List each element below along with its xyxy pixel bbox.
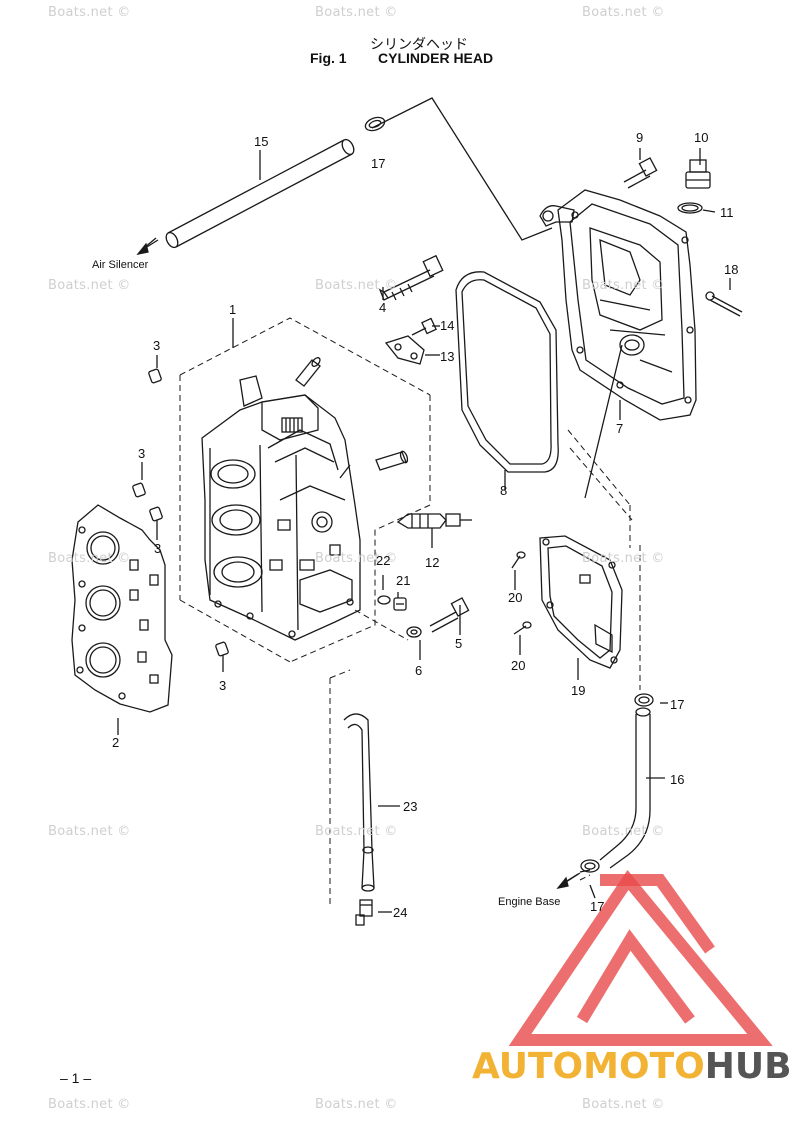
brand-part-a: AUTOMOTO [472,1046,705,1087]
brand-part-b: HUB [704,1046,792,1087]
callout-17: 17 [371,156,386,171]
clamp-17-bottom [580,859,600,873]
bolt-5 [429,597,470,633]
watermark: Boats.net © [582,5,665,20]
watermark: Boats.net © [315,824,398,839]
watermark: Boats.net © [582,551,665,566]
callout-20: 20 [508,590,523,605]
callout-16: 16 [670,772,685,787]
callout-4: 4 [379,300,387,315]
bolt-14 [411,317,437,336]
engine-base-label: Engine Base [498,896,561,908]
plug-21 [393,597,407,611]
air-silencer-label: Air Silencer [92,259,149,271]
clamp-17-top [364,116,386,132]
callout-19: 19 [571,683,586,698]
page-number: – 1 – [60,1070,92,1086]
watermark: Boats.net © [582,278,665,293]
callout-14: 14 [440,318,455,333]
plate-13 [384,335,425,365]
head-cover-7 [539,189,697,421]
callout-3: 3 [154,541,162,556]
gasket-8 [455,271,559,473]
watermark: Boats.net © [48,551,131,566]
watermark: Boats.net © [582,824,665,839]
callout-12: 12 [425,555,440,570]
watermark: Boats.net © [315,551,398,566]
title-japanese: シリンダヘッド [370,37,468,53]
triangle-logo-icon [508,869,773,1046]
watermark: Boats.net © [315,1097,398,1112]
watermark: Boats.net © [48,1097,131,1112]
callout-9: 9 [636,130,644,145]
plug-10 [685,159,711,189]
bolt-4 [378,254,444,301]
callout-8: 8 [500,483,508,498]
callout-11: 11 [720,205,734,220]
callout-22: 22 [376,553,391,568]
hose-23 [343,713,375,892]
fitting-24 [355,899,373,926]
brand-wordmark: AUTOMOTOHUB [472,1046,792,1087]
washer-6 [406,626,422,638]
washer-22 [377,595,391,605]
clamp-17-mid [634,693,654,707]
washer-11 [677,202,703,214]
figure-number: Fig. 1 [310,50,347,66]
watermark: Boats.net © [48,5,131,20]
hose-15 [165,138,355,249]
hose-16 [599,707,651,869]
watermark: Boats.net © [582,1097,665,1112]
callout-21: 21 [396,573,411,588]
callout-24: 24 [393,905,408,920]
pin-18 [705,291,743,317]
callout-7: 7 [616,421,624,436]
watermark: Boats.net © [48,824,131,839]
head-gasket-2 [71,504,173,713]
callout-10: 10 [694,130,709,145]
arrow-air-silencer [136,239,159,255]
figure-title: CYLINDER HEAD [378,50,494,66]
dowel-pins-3 [132,368,229,657]
watermark: Boats.net © [315,5,398,20]
screws-20 [511,551,532,635]
sleeve-pieces [295,357,409,471]
callout-6: 6 [415,663,423,678]
callout-2: 2 [112,735,120,750]
callout-23: 23 [403,799,418,814]
callout-5: 5 [455,636,463,651]
callout-1: 1 [229,302,237,317]
plate-19 [539,535,623,669]
callout-3: 3 [219,678,227,693]
callout-3: 3 [153,338,161,353]
callout-20: 20 [511,658,526,673]
callout-3: 3 [138,446,146,461]
spark-plug-12 [396,513,472,529]
callout-13: 13 [440,349,455,364]
callout-18: 18 [724,262,739,277]
callout-17: 17 [670,697,685,712]
callout-15: 15 [254,134,269,149]
watermark: Boats.net © [48,278,131,293]
bolt-9 [623,157,658,189]
cylinder-head-1 [201,375,361,641]
dashed-assembly-lines [179,317,641,905]
callout-17: 17 [590,899,605,914]
arrow-engine-base [556,873,579,889]
watermark: Boats.net © [315,278,398,293]
